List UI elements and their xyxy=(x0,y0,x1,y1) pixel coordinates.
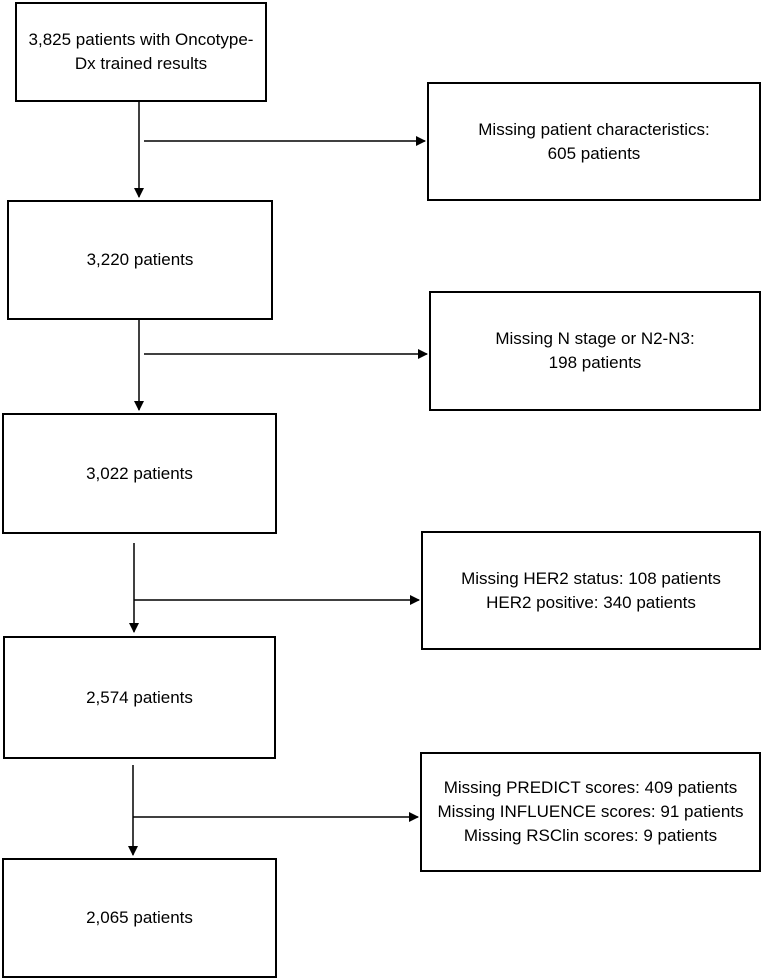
step-box-2: 3,220 patients xyxy=(7,200,273,320)
step-box-5-line-1: 2,065 patients xyxy=(86,908,193,927)
step-box-2-line-1: 3,220 patients xyxy=(86,250,194,269)
step-box-1: 3,825 patients with Oncotype- Dx trained… xyxy=(15,2,267,102)
exclusion-box-1-line-2: 605 patients xyxy=(547,143,641,163)
step-box-3: 3,022 patients xyxy=(2,413,277,534)
step-box-1-line-1: 3,825 patients with Oncotype- xyxy=(28,30,254,49)
exclusion-box-4-line-2: Missing INFLUENCE scores: 91 patients xyxy=(437,802,744,821)
exclusion-box-4-line-3: Missing RSClin scores: 9 patients xyxy=(463,826,718,845)
step-box-1-line-2: Dx trained results xyxy=(74,54,208,73)
step-box-5: 2,065 patients xyxy=(2,858,277,978)
exclusion-box-4-line-1: Missing PREDICT scores: 409 patients xyxy=(443,778,738,797)
exclusion-box-1-line-1: Missing patient characteristics: xyxy=(478,119,710,139)
exclusion-box-3: Missing HER2 status: 108 patients HER2 p… xyxy=(421,531,761,650)
exclusion-box-3-line-1: Missing HER2 status: 108 patients xyxy=(461,568,721,588)
exclusion-box-3-line-2: HER2 positive: 340 patients xyxy=(486,592,696,612)
exclusion-box-2: Missing N stage or N2-N3: 198 patients xyxy=(429,291,761,411)
step-box-3-line-1: 3,022 patients xyxy=(86,463,193,483)
step-box-4-line-1: 2,574 patients xyxy=(86,687,193,707)
step-box-4: 2,574 patients xyxy=(3,636,276,759)
exclusion-box-1: Missing patient characteristics: 605 pat… xyxy=(427,82,761,201)
exclusion-box-4: Missing PREDICT scores: 409 patients Mis… xyxy=(420,752,761,872)
exclusion-box-2-line-1: Missing N stage or N2-N3: xyxy=(495,329,695,348)
exclusion-box-2-line-2: 198 patients xyxy=(548,353,642,372)
